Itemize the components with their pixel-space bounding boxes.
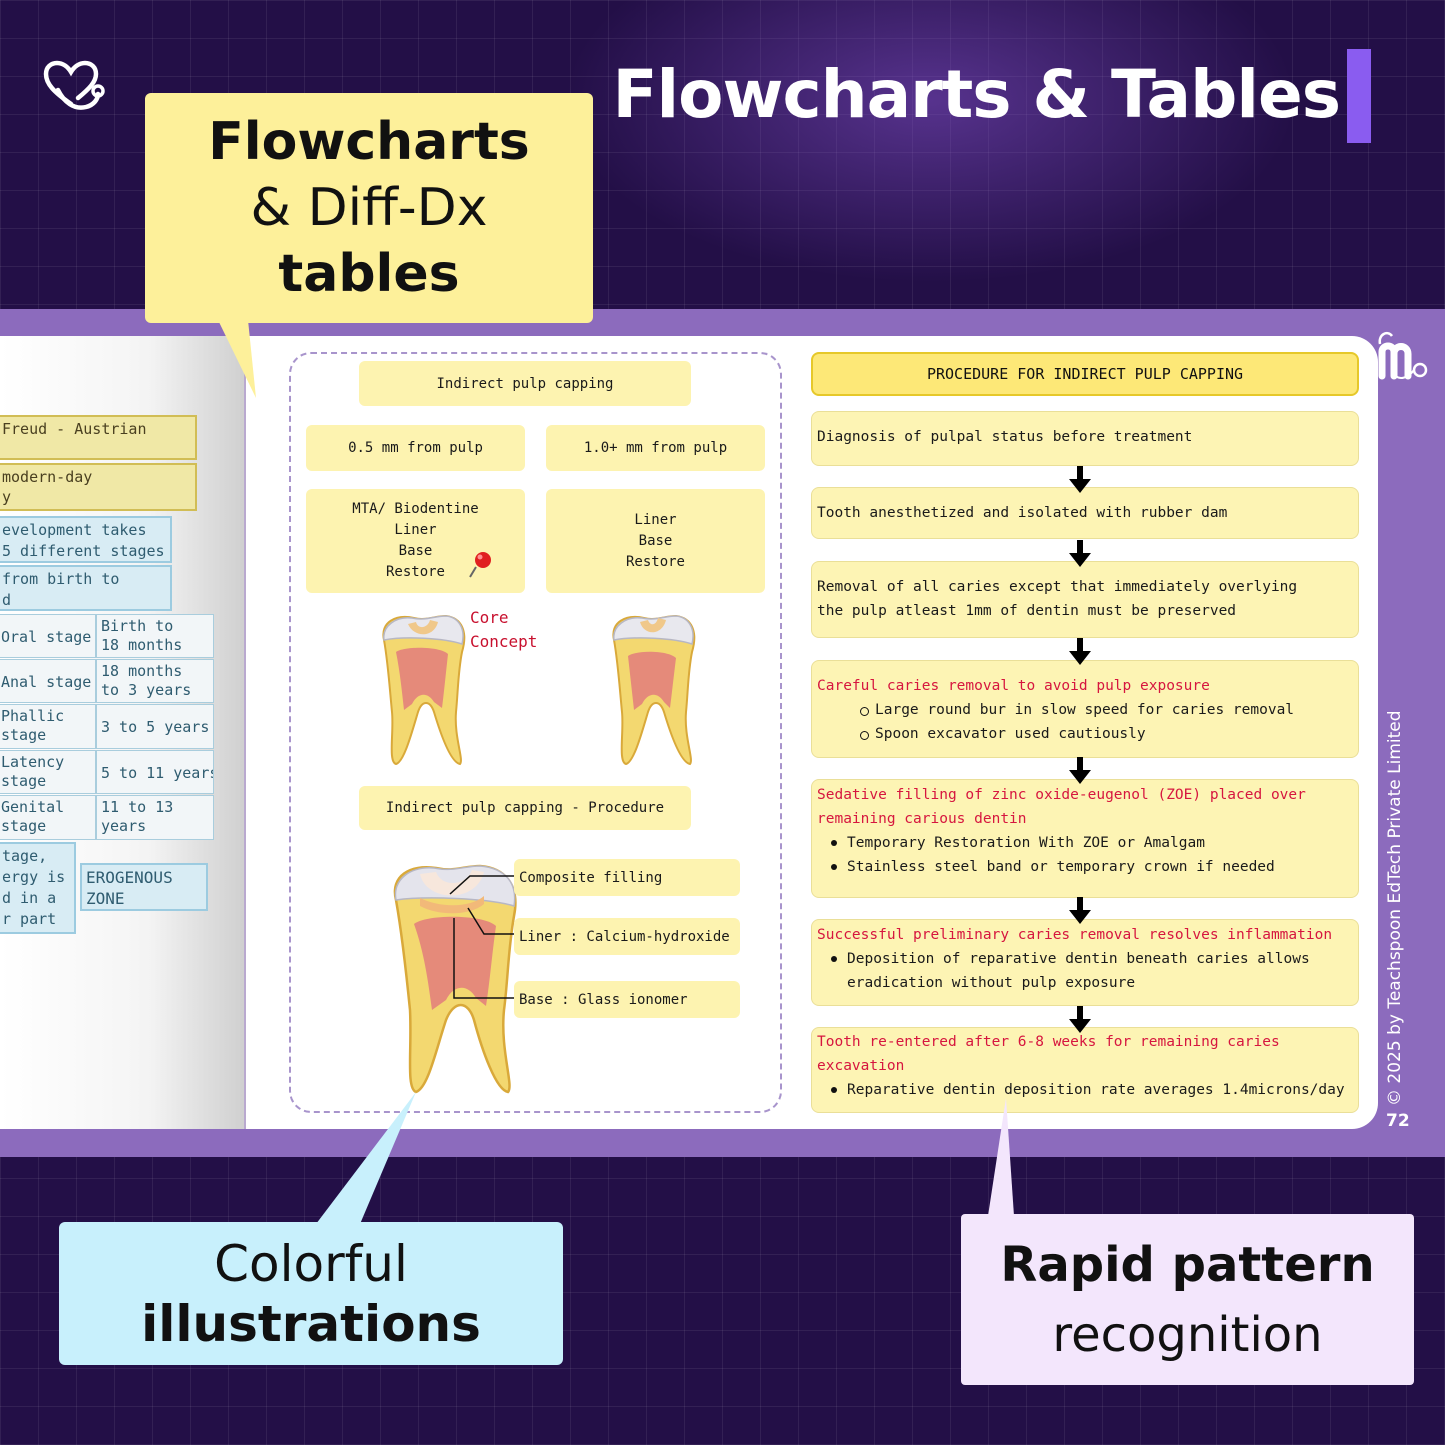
- table-cell: 5 to 11 years: [96, 750, 214, 794]
- flow-step-3: Removal of all caries except that immedi…: [811, 561, 1359, 638]
- option-b-box: 1.0+ mm from pulp: [546, 425, 765, 471]
- layer-label: Liner : Calcium-hydroxide: [514, 918, 740, 955]
- list-item: Spoon excavator used cautiously: [817, 722, 1353, 746]
- brand-m-logo-icon: [1378, 332, 1428, 380]
- title-accent-bar: [1347, 49, 1371, 143]
- table-cell: Freud - Austrian: [0, 415, 197, 460]
- table-cell: Oral stage: [0, 614, 96, 658]
- pushpin-icon: [469, 552, 491, 578]
- diagram-title-box: Indirect pulp capping: [359, 361, 691, 406]
- flow-step-6: Successful preliminary caries removal re…: [811, 919, 1359, 1006]
- layer-leader-lines: [449, 875, 514, 999]
- page-title: Flowcharts & Tables: [612, 56, 1341, 133]
- diagram-panel: [289, 352, 782, 1113]
- down-arrow-icon: [1069, 540, 1091, 567]
- tooth-illustration-b: [612, 614, 696, 766]
- down-arrow-icon: [1069, 897, 1091, 924]
- heart-stethoscope-logo-icon: [43, 60, 105, 110]
- down-arrow-icon: [1069, 638, 1091, 665]
- copyright-text: © 2025 by Teachspoon EdTech Private Limi…: [1385, 710, 1405, 1106]
- table-cell: Anal stage: [0, 659, 96, 703]
- callout-illustrations: Colorful illustrations: [59, 1222, 563, 1365]
- flow-step-2: Tooth anesthetized and isolated with rub…: [811, 487, 1359, 539]
- layer-label: Composite filling: [514, 859, 740, 896]
- book-spine: [244, 336, 246, 1129]
- callout-pointer: [316, 1092, 416, 1224]
- flow-step-7: Tooth re-entered after 6-8 weeks for rem…: [811, 1027, 1359, 1113]
- option-a-box: 0.5 mm from pulp: [306, 425, 525, 471]
- list-item: Large round bur in slow speed for caries…: [817, 698, 1353, 722]
- steps-b-box: Liner Base Restore: [546, 489, 765, 593]
- down-arrow-icon: [1069, 1006, 1091, 1033]
- core-concept-label: Core Concept: [470, 608, 538, 651]
- down-arrow-icon: [1069, 466, 1091, 493]
- flow-step-4: Careful caries removal to avoid pulp exp…: [811, 660, 1359, 758]
- callout-pointer: [988, 1098, 1014, 1216]
- down-arrow-icon: [1069, 757, 1091, 784]
- callout-flowcharts: Flowcharts & Diff-Dx tables: [145, 93, 593, 323]
- table-cell: 3 to 5 years: [96, 704, 214, 749]
- flow-step-5: Sedative filling of zinc oxide-eugenol (…: [811, 779, 1359, 898]
- list-item: Reparative dentin deposition rate averag…: [817, 1078, 1353, 1102]
- tooth-illustration-a: [382, 614, 466, 766]
- flow-step-1: Diagnosis of pulpal status before treatm…: [811, 411, 1359, 466]
- layer-label: Base : Glass ionomer: [514, 981, 740, 1018]
- steps-a-box: MTA/ Biodentine Liner Base Restore: [306, 489, 525, 593]
- callout-rapid-pattern: Rapid pattern recognition: [961, 1214, 1414, 1385]
- procedure-title: PROCEDURE FOR INDIRECT PULP CAPPING: [811, 352, 1359, 396]
- list-item: Deposition of reparative dentin beneath …: [817, 947, 1353, 995]
- list-item: Temporary Restoration With ZOE or Amalga…: [817, 831, 1353, 855]
- callout-pointer: [218, 320, 256, 398]
- tooth-illustration-large: [393, 864, 517, 1094]
- procedure-title-box: Indirect pulp capping - Procedure: [359, 786, 691, 830]
- list-item: Stainless steel band or temporary crown …: [817, 855, 1353, 879]
- page-number: 72: [1386, 1111, 1410, 1131]
